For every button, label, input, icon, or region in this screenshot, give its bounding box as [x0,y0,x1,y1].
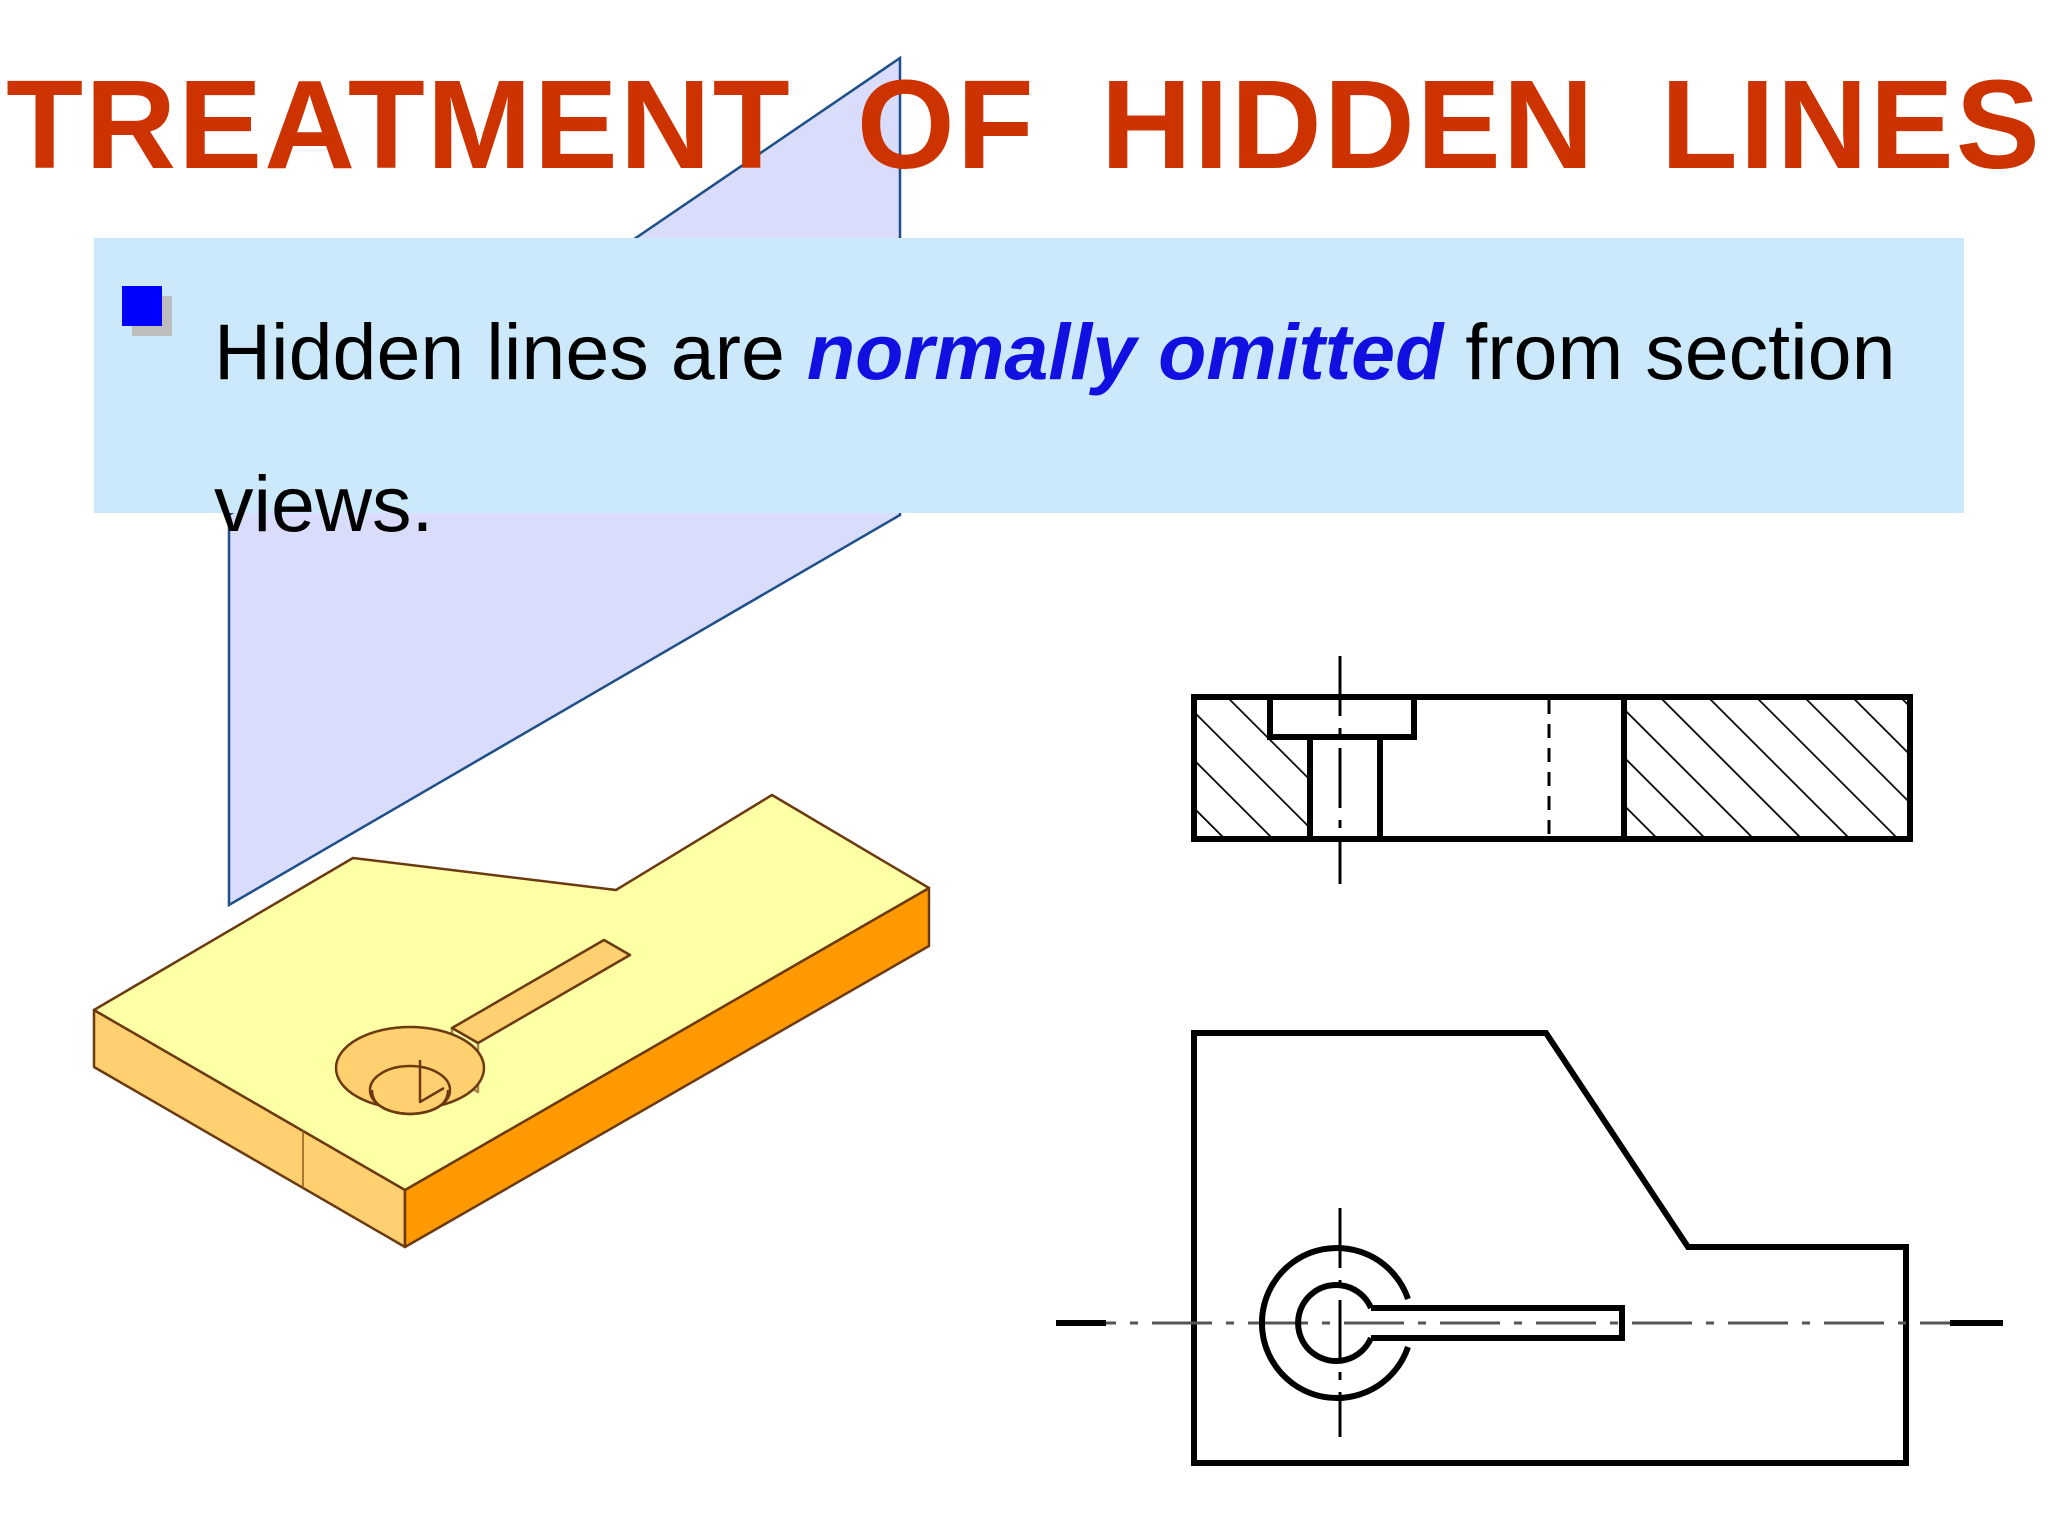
top-view-slot [1371,1305,1625,1341]
bullet-text-start: Hidden lines are [214,307,807,396]
bullet-emphasis: normally omitted [806,307,1444,396]
bullet-text: Hidden lines are normally omitted from s… [214,276,1954,580]
square-bullet-icon [122,286,172,336]
section-hatch-left-2 [1270,737,1310,839]
bullet-textbox: Hidden lines are normally omitted from s… [94,238,1964,548]
section-counterbore [1267,697,1417,740]
section-hatch-right [1624,697,1910,839]
bullet-text-end: from section views. [214,307,1896,548]
slide-title: TREATMENT OF HIDDEN LINES [6,54,2042,195]
section-view [1191,656,1913,884]
isometric-part [92,793,931,1249]
top-view-counterbore [1259,1245,1411,1401]
top-view-hole [1295,1282,1374,1364]
section-outline [1191,694,1913,842]
top-view [1056,1030,2003,1466]
top-view-outline [1191,1030,1909,1466]
section-hatch-left-1 [1194,697,1270,839]
